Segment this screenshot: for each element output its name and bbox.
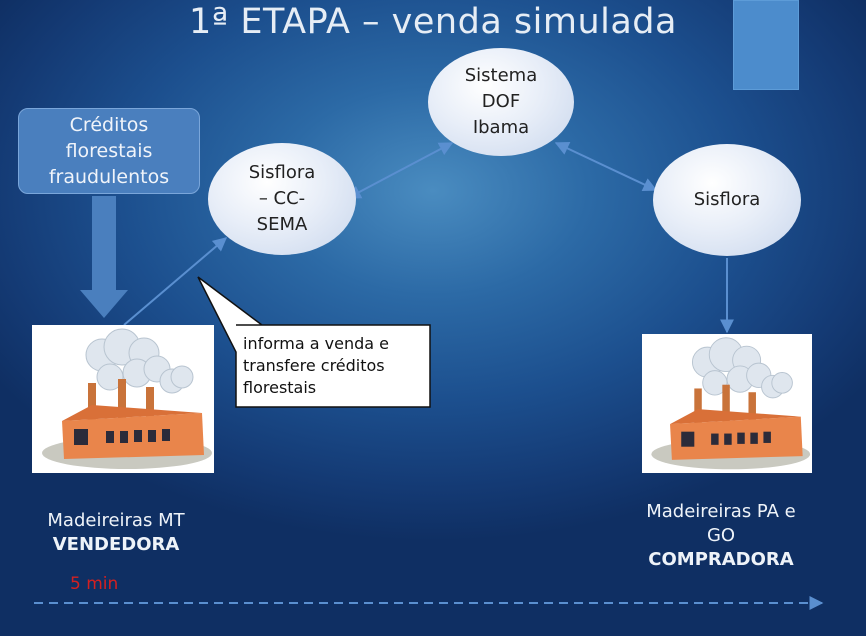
node-sisflora-sema: Sisflora – CC- SEMA	[208, 143, 356, 255]
seller-label: Madeireiras MT VENDEDORA	[20, 509, 212, 557]
factory-seller-image	[32, 325, 214, 473]
arrow-dof-sisflora	[554, 142, 658, 191]
dof-line-1: Sistema	[464, 65, 538, 86]
credits-down-arrow	[80, 196, 128, 318]
dof-line-2: DOF	[481, 91, 521, 112]
credits-box: Créditos florestais fraudulentos	[18, 108, 200, 194]
dof-line-3: Ibama	[472, 117, 530, 138]
credits-line-3: fraudulentos	[48, 166, 170, 188]
buyer-name-line-2: GO	[706, 525, 736, 546]
arrow-factory-to-sisflora-sema	[123, 237, 228, 326]
sema-line-1: Sisflora	[248, 162, 316, 183]
callout-line-1: informa a venda e	[243, 334, 390, 353]
callout-line-2: transfere créditos	[243, 356, 385, 375]
buyer-role: COMPRADORA	[648, 549, 794, 570]
sisflora-label: Sisflora	[693, 189, 761, 210]
factory-icon	[651, 337, 811, 470]
credits-line-2: florestais	[65, 140, 153, 162]
node-dof-ibama: Sistema DOF Ibama	[428, 48, 574, 156]
sema-line-3: SEMA	[256, 214, 308, 235]
callout-bubble	[197, 276, 431, 408]
sema-line-2: – CC-	[258, 188, 306, 209]
seller-name: Madeireiras MT	[47, 510, 185, 531]
credits-line-1: Créditos	[69, 114, 149, 136]
slide-title: 1ª ETAPA – venda simulada	[189, 2, 677, 42]
factory-icon	[42, 328, 212, 469]
decorative-rectangle	[733, 0, 799, 90]
callout-text: informa a venda e transfere créditos flo…	[243, 333, 433, 399]
node-sisflora: Sisflora	[653, 144, 801, 256]
buyer-name-line-1: Madeireiras PA e	[646, 501, 796, 522]
buyer-label: Madeireiras PA e GO COMPRADORA	[616, 500, 826, 572]
factory-buyer-image	[642, 334, 812, 473]
arrow-sema-dof	[346, 142, 454, 199]
callout-line-3: florestais	[243, 378, 317, 397]
timer-label: 5 min	[70, 574, 119, 594]
seller-role: VENDEDORA	[52, 534, 180, 555]
